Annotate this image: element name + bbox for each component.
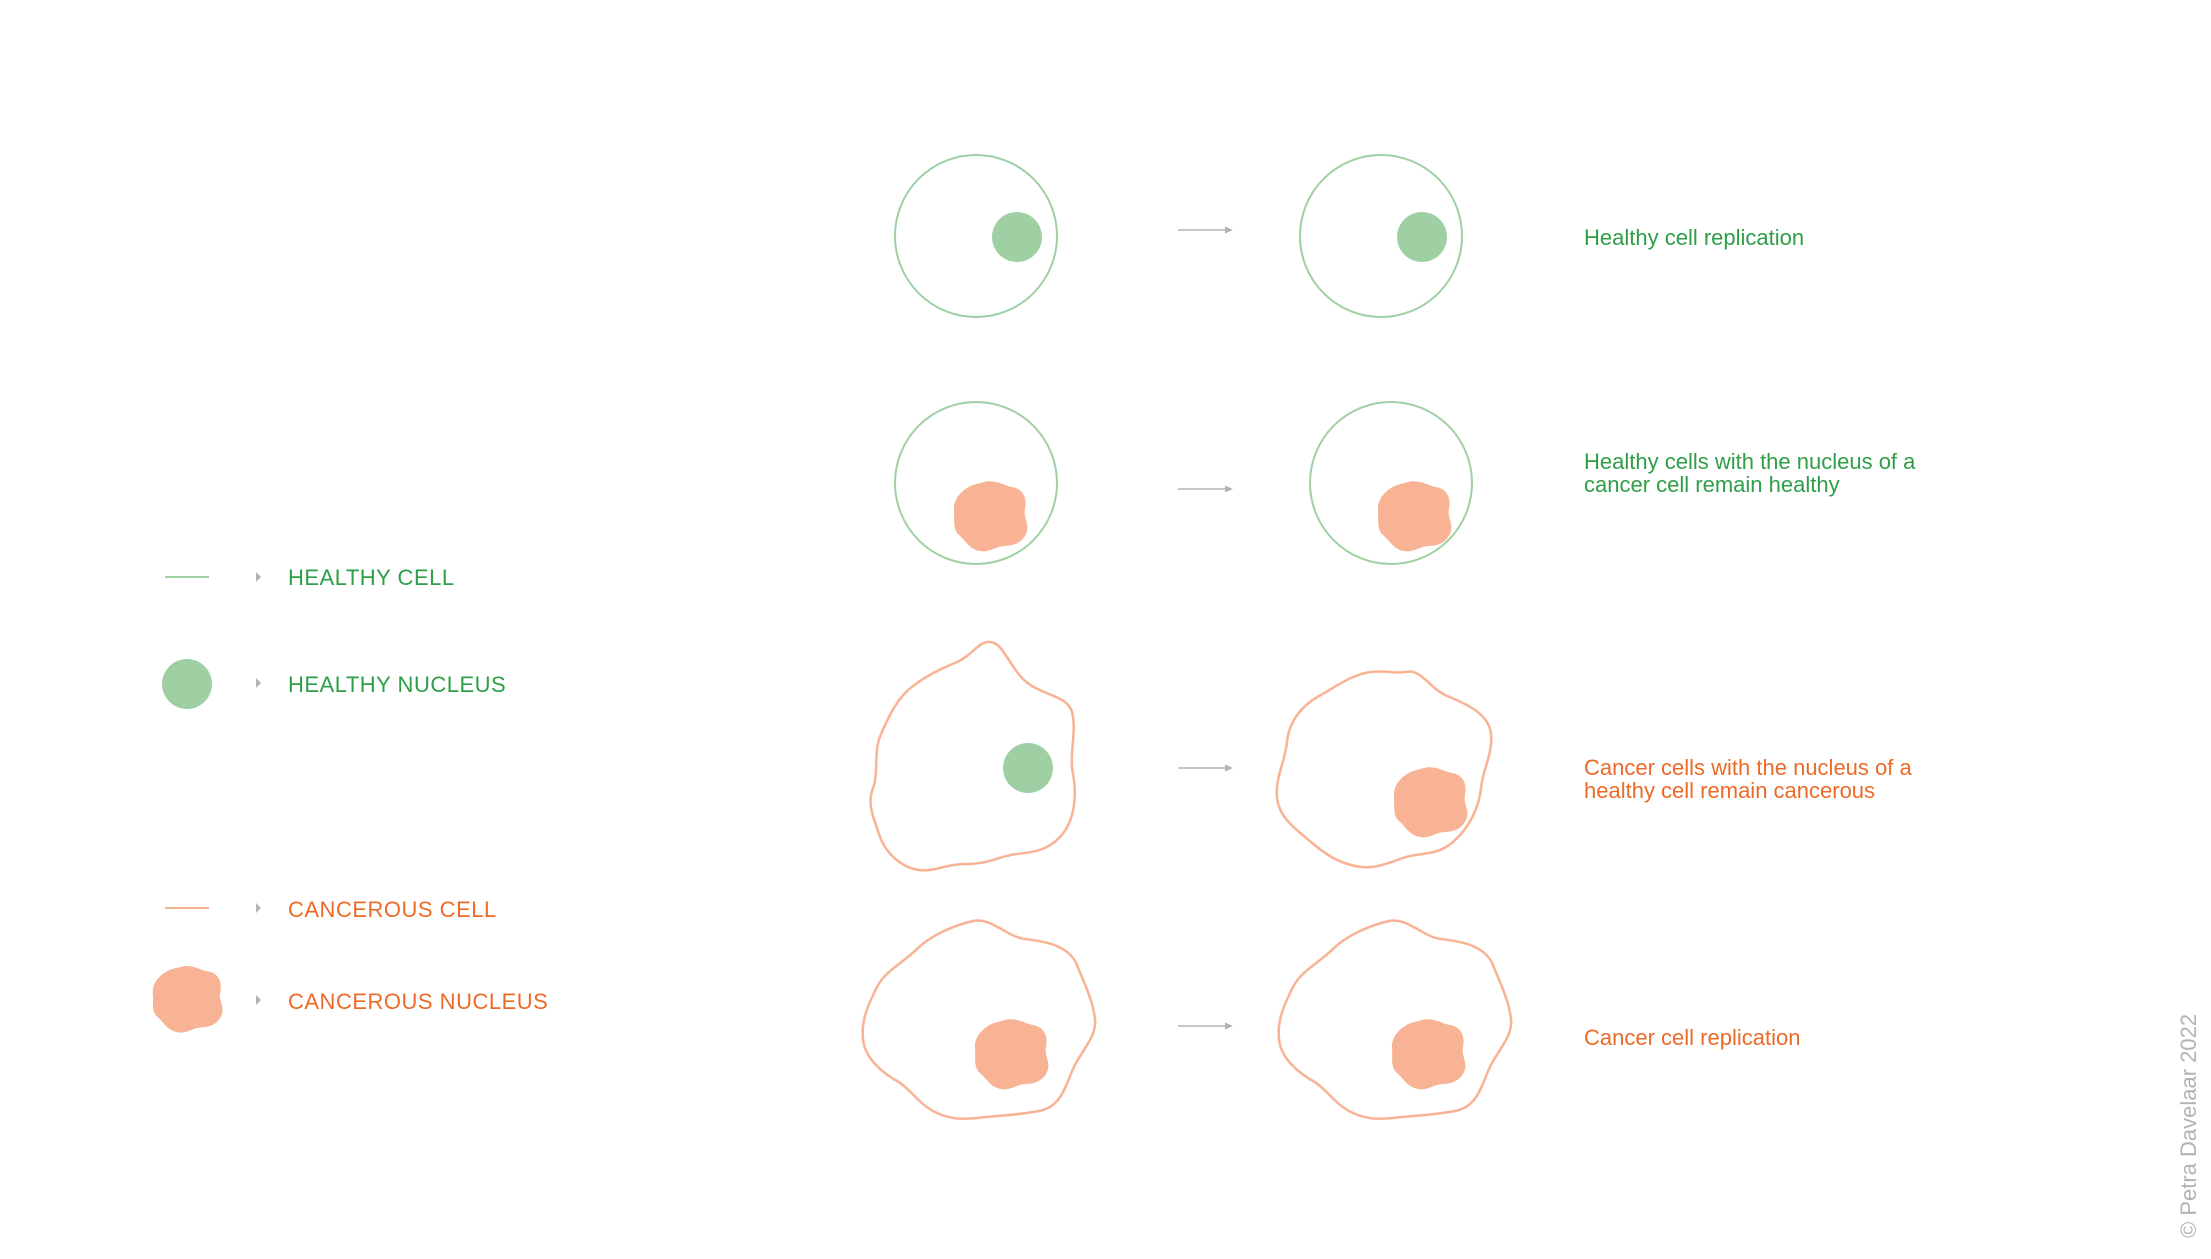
cancerous-cell [861, 919, 1097, 1121]
arrow-right-icon [1225, 1022, 1233, 1030]
caret-right-icon [256, 903, 261, 913]
healthy-nucleus [992, 212, 1042, 262]
legend-healthy-cell-label: HEALTHY CELL [288, 565, 455, 590]
cancerous-cell [1277, 919, 1513, 1121]
caret-right-icon [256, 995, 261, 1005]
healthy-cell [1299, 154, 1463, 318]
cancerous-nucleus [974, 1019, 1049, 1090]
caret-right-icon [256, 572, 261, 582]
legend-healthy-nucleus-label: HEALTHY NUCLEUS [288, 672, 506, 697]
healthy-nucleus [1003, 743, 1053, 793]
cancerous-nucleus [953, 481, 1028, 552]
arrow-right-icon [1225, 485, 1233, 493]
caret-right-icon [256, 678, 261, 688]
row-label: Healthy cells with the nucleus of a [1584, 449, 1916, 474]
cancerous-nucleus [1393, 767, 1468, 838]
legend-cancerous-cell-label: CANCEROUS CELL [288, 897, 497, 922]
credit-text: © Petra Davelaar 2022 [2176, 1014, 2201, 1238]
row-label: cancer cell remain healthy [1584, 472, 1840, 497]
arrow-right-icon [1225, 226, 1233, 234]
healthy-cell [894, 154, 1058, 318]
row-label: Healthy cell replication [1584, 225, 1804, 250]
row-label: Cancer cell replication [1584, 1025, 1800, 1050]
legend-healthy-nucleus-swatch [162, 659, 212, 709]
cancerous-nucleus [1391, 1019, 1466, 1090]
healthy-cell [894, 401, 1058, 565]
arrow-right-icon [1225, 764, 1233, 772]
legend-cancerous-nucleus-swatch [152, 965, 223, 1033]
healthy-nucleus [1397, 212, 1447, 262]
cancerous-nucleus [1377, 481, 1452, 552]
legend-cancerous-nucleus-label: CANCEROUS NUCLEUS [288, 989, 548, 1014]
healthy-cell [1309, 401, 1473, 565]
row-label: Cancer cells with the nucleus of a [1584, 755, 1912, 780]
row-label: healthy cell remain cancerous [1584, 778, 1875, 803]
cancerous-cell [1275, 670, 1493, 869]
